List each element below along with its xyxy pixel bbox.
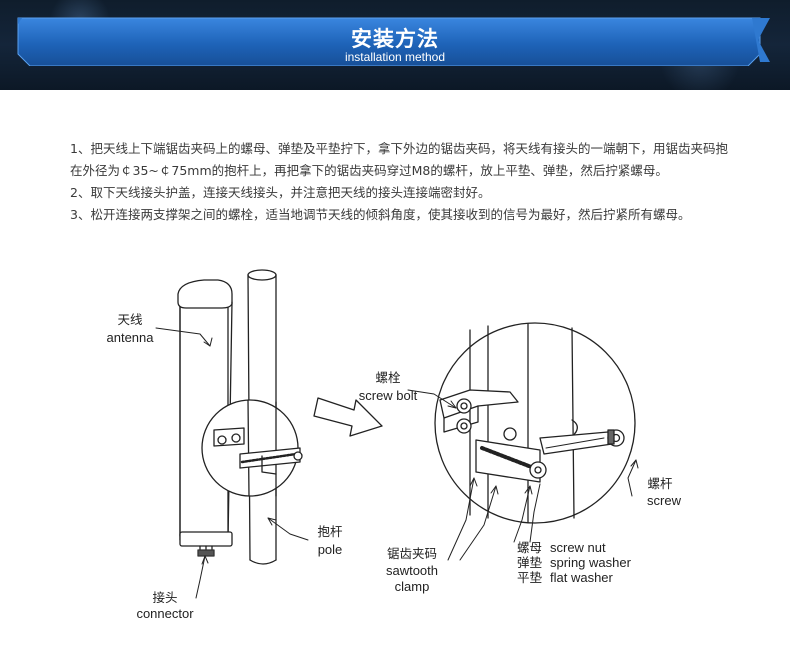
pole-label-en: pole	[317, 542, 343, 557]
left-detail-circle	[201, 399, 303, 497]
flat-label-cn: 平垫	[517, 570, 543, 585]
antenna-body	[177, 279, 233, 557]
nut-label-en: screw nut	[550, 540, 606, 555]
flat-label-en: flat washer	[550, 570, 613, 585]
spring-label-en: spring washer	[550, 555, 631, 570]
right-detail-circle	[434, 322, 636, 524]
bolt-label-cn: 螺栓	[375, 370, 401, 385]
screw-label-en: screw	[647, 493, 681, 508]
clamp-label-cn: 锯齿夹码	[386, 546, 437, 561]
instruction-line: 3、松开连接两支撑架之间的螺栓，适当地调节天线的倾斜角度，使其接收到的信号为最好…	[70, 207, 691, 222]
bolt-label-en: screw bolt	[358, 388, 418, 403]
ribbon-shape	[17, 17, 770, 66]
header-banner: 安装方法 installation method	[0, 0, 790, 90]
page-subtitle: installation method	[344, 50, 446, 64]
instruction-line: 2、取下天线接头护盖，连接天线接头，并注意把天线的接头连接端密封好。	[70, 185, 491, 200]
antenna-label-en: antenna	[106, 330, 154, 345]
leader-lines	[155, 327, 639, 599]
connector-label-cn: 接头	[152, 590, 178, 605]
instructions-text: 1、把天线上下端锯齿夹码上的螺母、弹垫及平垫拧下，拿下外边的锯齿夹码，将天线有接…	[70, 138, 740, 226]
installation-diagram: 天线 antenna 抱杆 pole 接头 connector 螺栓 screw…	[0, 250, 790, 660]
instruction-line: 在外径为￠35~￠75mm的抱杆上，再把拿下的锯齿夹码穿过M8的螺杆，放上平垫、…	[70, 163, 668, 178]
clamp-label-en-1: sawtooth	[385, 563, 439, 578]
nut-label-cn: 螺母	[517, 540, 543, 555]
instruction-line: 1、把天线上下端锯齿夹码上的螺母、弹垫及平垫拧下，拿下外边的锯齿夹码，将天线有接…	[70, 141, 728, 156]
pole-label-cn: 抱杆	[317, 524, 343, 539]
page-title: 安装方法	[351, 27, 439, 51]
spring-label-cn: 弹垫	[517, 555, 543, 570]
diagram-drawing	[155, 269, 639, 599]
antenna-label-cn: 天线	[117, 312, 143, 327]
title-ribbon: 安装方法 installation method	[16, 14, 774, 66]
zoom-arrow	[313, 397, 383, 437]
connector-label-en: connector	[136, 606, 194, 621]
clamp-label-en-2: clamp	[394, 579, 430, 594]
screw-label-cn: 螺杆	[647, 476, 673, 491]
